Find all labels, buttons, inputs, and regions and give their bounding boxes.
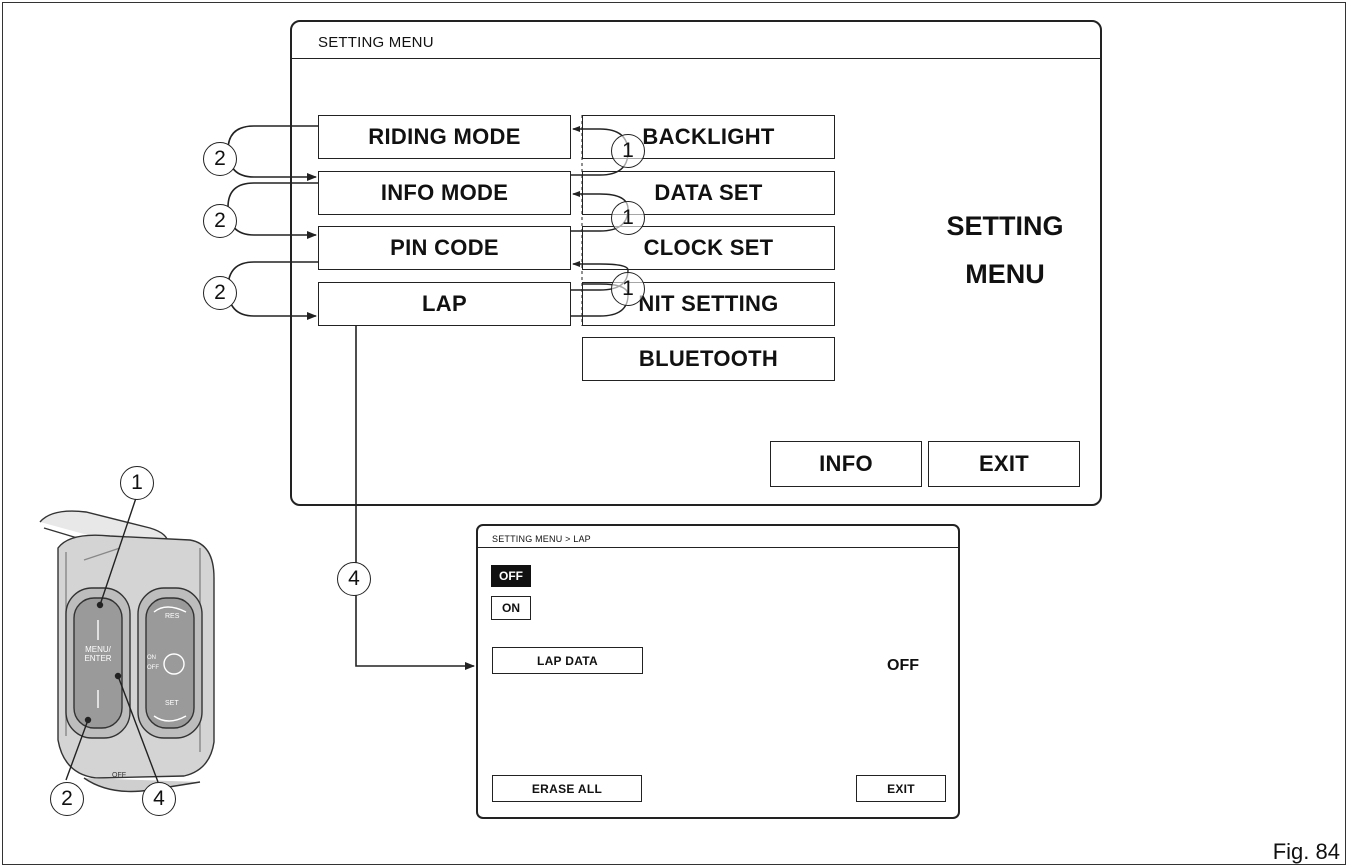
figure-label: Fig. 84 xyxy=(1272,839,1340,864)
switch-off-label: OFF xyxy=(147,665,159,671)
callout-down-1: 2 xyxy=(203,142,237,176)
enter-arrow xyxy=(355,326,475,670)
switch-callout-enter: 4 xyxy=(142,782,176,816)
menu-item-lap[interactable]: LAP xyxy=(318,282,571,326)
lap-option-off[interactable]: OFF xyxy=(491,565,531,587)
callout-up-1: 1 xyxy=(611,134,645,168)
setting-menu-title-rule xyxy=(292,58,1100,59)
menu-enter-line-1: MENU/ xyxy=(85,645,111,654)
switch-off-bottom-label: OFF xyxy=(112,772,126,779)
callout-down-2: 2 xyxy=(203,204,237,238)
lap-data-button[interactable]: LAP DATA xyxy=(492,647,643,674)
callout-up-3: 1 xyxy=(611,272,645,306)
lap-option-on[interactable]: ON xyxy=(491,596,531,620)
menu-item-bluetooth[interactable]: BLUETOOTH xyxy=(582,337,835,381)
setting-menu-title: SETTING MENU xyxy=(318,34,434,51)
side-label-line-1: SETTING xyxy=(946,211,1064,241)
switch-set-label: SET xyxy=(165,700,179,707)
menu-item-info-mode[interactable]: INFO MODE xyxy=(318,171,571,215)
lap-screen-title: SETTING MENU > LAP xyxy=(492,534,591,544)
side-label-line-2: MENU xyxy=(965,259,1045,289)
callout-down-3: 2 xyxy=(203,276,237,310)
switch-callout-leaders xyxy=(65,497,159,783)
switch-menu-enter-label: MENU/ ENTER xyxy=(76,645,120,663)
lap-exit-button[interactable]: EXIT xyxy=(856,775,946,802)
down-navigation-arrows xyxy=(227,125,318,320)
menu-enter-line-2: ENTER xyxy=(84,654,112,663)
menu-item-pin-code[interactable]: PIN CODE xyxy=(318,226,571,270)
switch-on-label: ON xyxy=(147,655,156,661)
exit-button[interactable]: EXIT xyxy=(928,441,1080,487)
switch-callout-down: 2 xyxy=(50,782,84,816)
menu-item-riding-mode[interactable]: RIDING MODE xyxy=(318,115,571,159)
switch-callout-up: 1 xyxy=(120,466,154,500)
setting-menu-side-label: SETTING MENU xyxy=(930,202,1080,298)
handlebar-switch-illustration xyxy=(39,510,215,793)
callout-enter: 4 xyxy=(337,562,371,596)
switch-res-label: RES xyxy=(165,613,180,620)
lap-value: OFF xyxy=(887,657,919,674)
lap-screen-title-rule xyxy=(478,547,958,548)
erase-all-button[interactable]: ERASE ALL xyxy=(492,775,642,802)
callout-up-2: 1 xyxy=(611,201,645,235)
info-button[interactable]: INFO xyxy=(770,441,922,487)
